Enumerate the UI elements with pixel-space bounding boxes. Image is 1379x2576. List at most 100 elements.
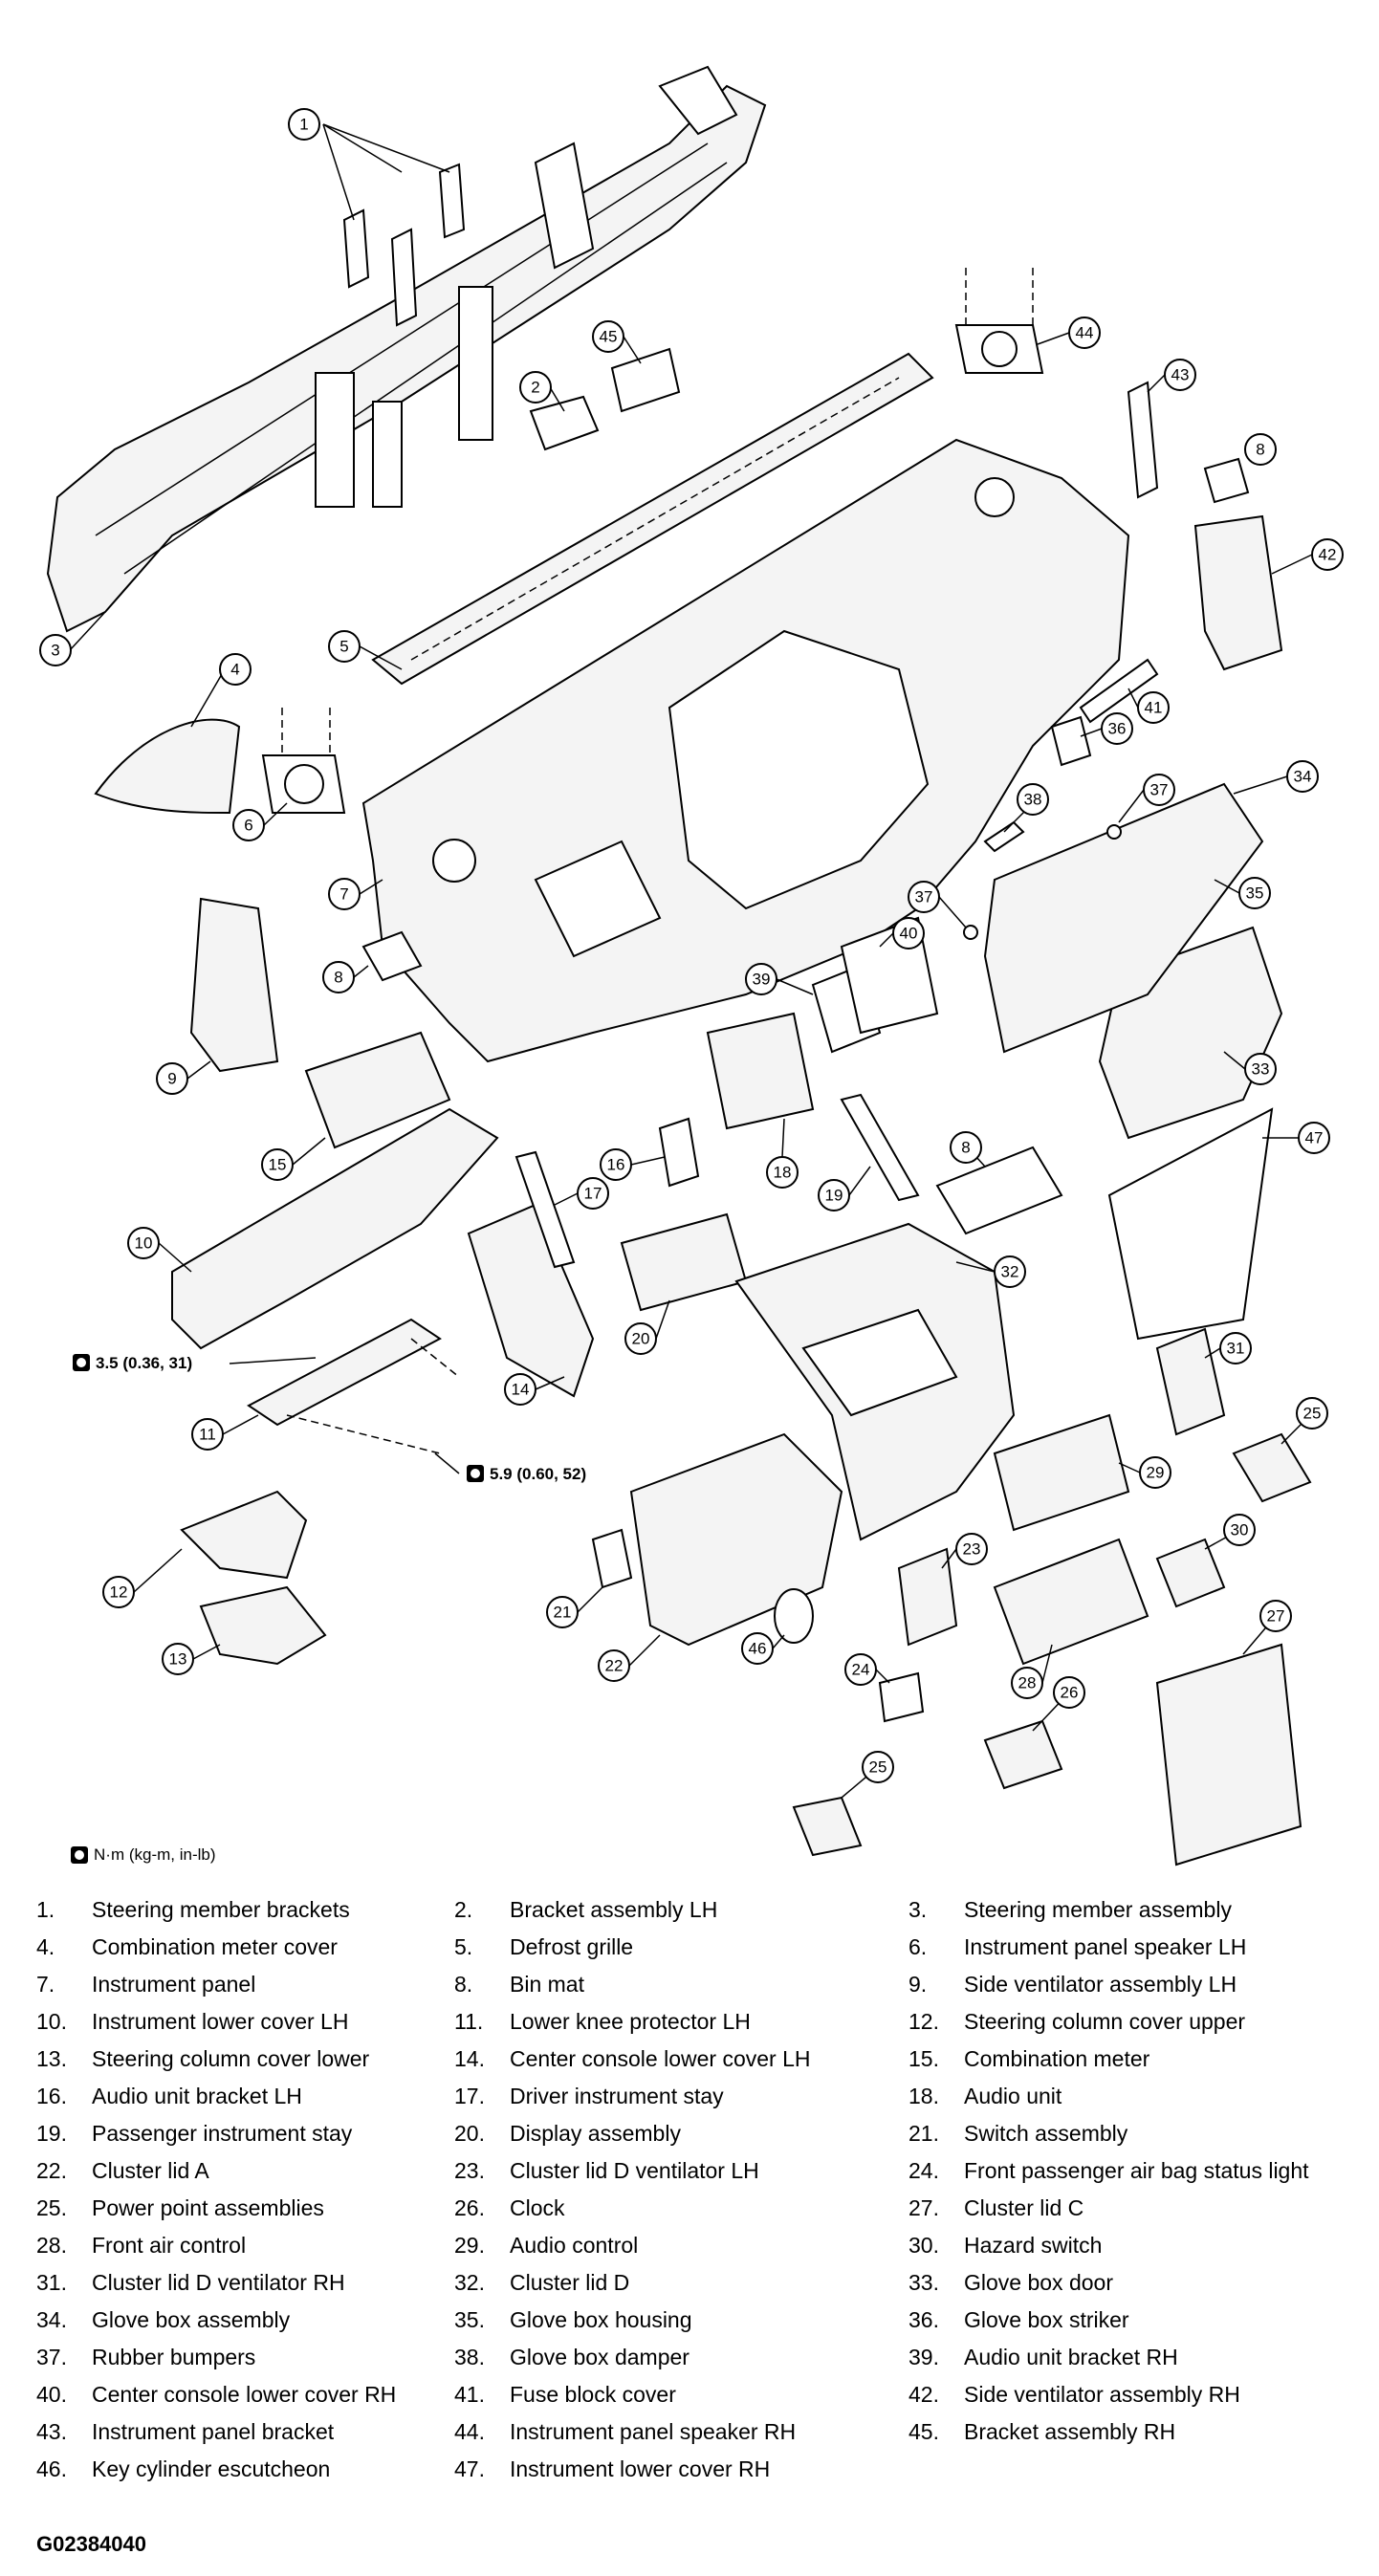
parts-list-row: 4. Combination meter cover 5.Defrost grill… bbox=[0, 1929, 1379, 1966]
parts-list-item: 5.Defrost grille bbox=[454, 1934, 908, 1960]
callout-32: 32 bbox=[955, 1255, 1026, 1288]
parts-list-item: 44.Instrument panel speaker RH bbox=[454, 2419, 908, 2445]
bracket-assembly-rh bbox=[610, 347, 681, 413]
callout-8b: 8 bbox=[950, 1131, 986, 1168]
parts-list-item: 17.Driver instrument stay bbox=[454, 2084, 908, 2109]
svg-text:38: 38 bbox=[1024, 791, 1042, 809]
instrument-panel-speaker-rh bbox=[954, 268, 1044, 374]
svg-text:8: 8 bbox=[961, 1139, 970, 1157]
part-name: Steering column cover lower bbox=[92, 2046, 370, 2071]
parts-list-item: 14. Center console lower cover LH bbox=[454, 2046, 908, 2072]
svg-text:37: 37 bbox=[1150, 781, 1169, 799]
part-name: Front passenger air bag status light bbox=[964, 2158, 1309, 2183]
part-name: Steering member brackets bbox=[92, 1897, 350, 1922]
part-number: 25. bbox=[36, 2195, 67, 2220]
callout-8c: 8 bbox=[1244, 433, 1277, 466]
parts-list-item: 21.Switch assembly bbox=[908, 2121, 1363, 2147]
glove-box-striker bbox=[1050, 715, 1092, 767]
parts-list-item: 2.Bracket assembly LH bbox=[454, 1897, 908, 1923]
svg-text:24: 24 bbox=[852, 1661, 870, 1679]
callout-19: 19 bbox=[818, 1166, 871, 1212]
part-name: Steering member assembly bbox=[964, 1897, 1232, 1922]
part-number: 14. bbox=[454, 2046, 485, 2071]
part-name: Combination meter cover bbox=[92, 1934, 338, 1959]
svg-text:45: 45 bbox=[600, 328, 618, 346]
part-name: Instrument lower cover RH bbox=[510, 2456, 771, 2481]
svg-text:44: 44 bbox=[1076, 324, 1094, 342]
svg-text:4: 4 bbox=[230, 661, 239, 679]
driver-instrument-stay bbox=[514, 1150, 576, 1269]
callout-24: 24 bbox=[844, 1653, 890, 1686]
part-number: 10. bbox=[36, 2009, 67, 2034]
parts-list-item: 40.Center console lower cover RH bbox=[0, 2382, 454, 2408]
svg-text:3: 3 bbox=[51, 642, 59, 660]
svg-text:14: 14 bbox=[512, 1381, 530, 1399]
part-name: Audio unit bracket LH bbox=[92, 2084, 302, 2108]
part-name: Instrument panel bracket bbox=[92, 2419, 335, 2444]
callout-26: 26 bbox=[1032, 1676, 1085, 1732]
side-ventilator-assembly-lh bbox=[189, 897, 279, 1073]
callout-25b: 25 bbox=[1280, 1397, 1328, 1445]
part-number: 16. bbox=[36, 2084, 67, 2108]
svg-text:47: 47 bbox=[1305, 1129, 1324, 1147]
callout-37b: 37 bbox=[908, 881, 967, 928]
svg-text:28: 28 bbox=[1018, 1674, 1037, 1692]
instrument-lower-cover-lh bbox=[171, 1107, 499, 1350]
svg-text:46: 46 bbox=[749, 1640, 767, 1658]
part-name: Glove box striker bbox=[964, 2307, 1129, 2332]
part-number: 28. bbox=[36, 2233, 67, 2258]
parts-list-item: 35.Glove box housing bbox=[454, 2307, 908, 2333]
parts-list-item: 29.Audio control bbox=[454, 2233, 908, 2259]
svg-text:27: 27 bbox=[1267, 1607, 1285, 1626]
parts-list-item: 20.Display assembly bbox=[454, 2121, 908, 2147]
part-number: 3. bbox=[908, 1897, 928, 1922]
svg-text:20: 20 bbox=[632, 1330, 650, 1348]
part-name: Steering column cover upper bbox=[964, 2009, 1246, 2034]
svg-text:37: 37 bbox=[915, 888, 933, 906]
part-name: Power point assemblies bbox=[92, 2195, 324, 2220]
part-name: Cluster lid D bbox=[510, 2270, 630, 2295]
svg-text:25: 25 bbox=[1303, 1405, 1322, 1423]
parts-list-row: 16. Audio unit bracket LH 17.Driver instru… bbox=[0, 2078, 1379, 2115]
callout-30: 30 bbox=[1204, 1514, 1256, 1550]
part-name: Center console lower cover LH bbox=[510, 2046, 811, 2071]
callout-4: 4 bbox=[190, 653, 252, 728]
parts-list-item: 13.Steering column cover lower bbox=[0, 2046, 454, 2072]
parts-list-item: 43.Instrument panel bracket bbox=[0, 2419, 454, 2445]
parts-list-item: 47.Instrument lower cover RH bbox=[454, 2456, 908, 2482]
svg-text:34: 34 bbox=[1294, 768, 1312, 786]
callout-36: 36 bbox=[1080, 712, 1133, 745]
svg-text:25: 25 bbox=[869, 1758, 887, 1777]
part-name: Side ventilator assembly LH bbox=[964, 1972, 1237, 1997]
svg-text:17: 17 bbox=[584, 1185, 602, 1203]
part-name: Bracket assembly LH bbox=[510, 1897, 718, 1922]
callout-2: 2 bbox=[519, 371, 565, 412]
parts-list-item: 6.Instrument panel speaker LH bbox=[908, 1934, 1363, 1960]
svg-text:40: 40 bbox=[900, 925, 918, 943]
part-number: 6. bbox=[908, 1934, 928, 1959]
svg-text:5: 5 bbox=[339, 638, 348, 656]
part-number: 46. bbox=[36, 2456, 67, 2481]
part-number: 18. bbox=[908, 2084, 939, 2108]
torque-unit-text: N·m (kg-m, in-lb) bbox=[94, 1845, 216, 1864]
part-number: 22. bbox=[36, 2158, 67, 2183]
audio-control bbox=[993, 1413, 1130, 1532]
callout-39: 39 bbox=[745, 963, 814, 995]
part-number: 4. bbox=[36, 1934, 55, 1959]
part-name: Instrument panel speaker RH bbox=[510, 2419, 797, 2444]
svg-text:30: 30 bbox=[1231, 1521, 1249, 1539]
part-number: 24. bbox=[908, 2158, 939, 2183]
callout-11: 11 bbox=[191, 1414, 259, 1451]
svg-text:36: 36 bbox=[1108, 720, 1127, 738]
instrument-panel-speaker-lh bbox=[261, 708, 346, 814]
part-name: Glove box door bbox=[964, 2270, 1113, 2295]
svg-text:26: 26 bbox=[1061, 1684, 1079, 1702]
key-cylinder-escutcheon bbox=[774, 1588, 814, 1644]
part-name: Bracket assembly RH bbox=[964, 2419, 1176, 2444]
cluster-lid-d-ventilator-rh bbox=[1155, 1327, 1226, 1436]
callout-3: 3 bbox=[39, 611, 106, 666]
bin-mat-right bbox=[1203, 457, 1250, 504]
